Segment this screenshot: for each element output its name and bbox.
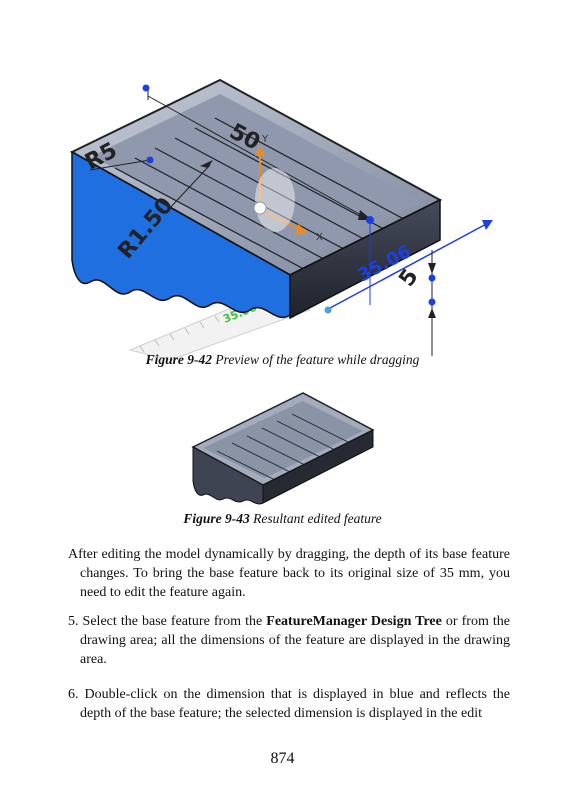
caption-text: Resultant edited feature <box>253 511 382 526</box>
step-5-text: 5. Select the base feature from the <box>68 614 267 629</box>
y-axis-arrow-icon <box>255 146 265 156</box>
drag-handle-icon[interactable] <box>253 201 267 215</box>
figure-9-42-caption: Figure 9-42 Preview of the feature while… <box>0 352 565 368</box>
figure-9-43 <box>185 385 385 510</box>
tray-side-wall <box>289 198 441 320</box>
caption-label: Figure 9-43 <box>183 511 250 526</box>
figure-9-43-caption: Figure 9-43 Resultant edited feature <box>0 511 565 527</box>
paragraph-step-5: 5. Select the base feature from the Feat… <box>68 612 510 669</box>
caption-text: Preview of the feature while dragging <box>215 352 420 367</box>
tray-result-illustration <box>191 392 375 505</box>
dimension-handle-icon[interactable] <box>142 84 150 92</box>
caption-label: Figure 9-42 <box>145 352 212 367</box>
y-axis-label: Y <box>261 134 269 145</box>
tray-grooves <box>114 117 416 276</box>
paragraph-step-6: 6. Double-click on the dimension that is… <box>68 687 510 721</box>
step-5-text-rest: or from the drawing area; all the dimens… <box>80 614 511 667</box>
tray-highlight-wall <box>71 150 291 318</box>
x-axis-label: X <box>316 232 323 243</box>
dimension-5[interactable]: 5 <box>394 265 423 292</box>
page-number: 874 <box>270 750 295 767</box>
dimension-handle-icon[interactable] <box>146 156 154 164</box>
dimension-handle-icon[interactable] <box>428 274 436 282</box>
paragraph-edit-summary: After editing the model dynamically by d… <box>68 547 510 600</box>
tray-floor <box>92 94 422 264</box>
dimension-handle-icon[interactable] <box>366 216 374 224</box>
tray-preview-illustration: 35.06 R5 50 R1.50 <box>69 78 493 361</box>
featuremanager-term: FeatureManager Design Tree <box>266 614 442 629</box>
figure-9-42: 35.06 R5 50 R1.50 <box>60 60 510 361</box>
x-axis-arrow-icon <box>296 224 308 235</box>
